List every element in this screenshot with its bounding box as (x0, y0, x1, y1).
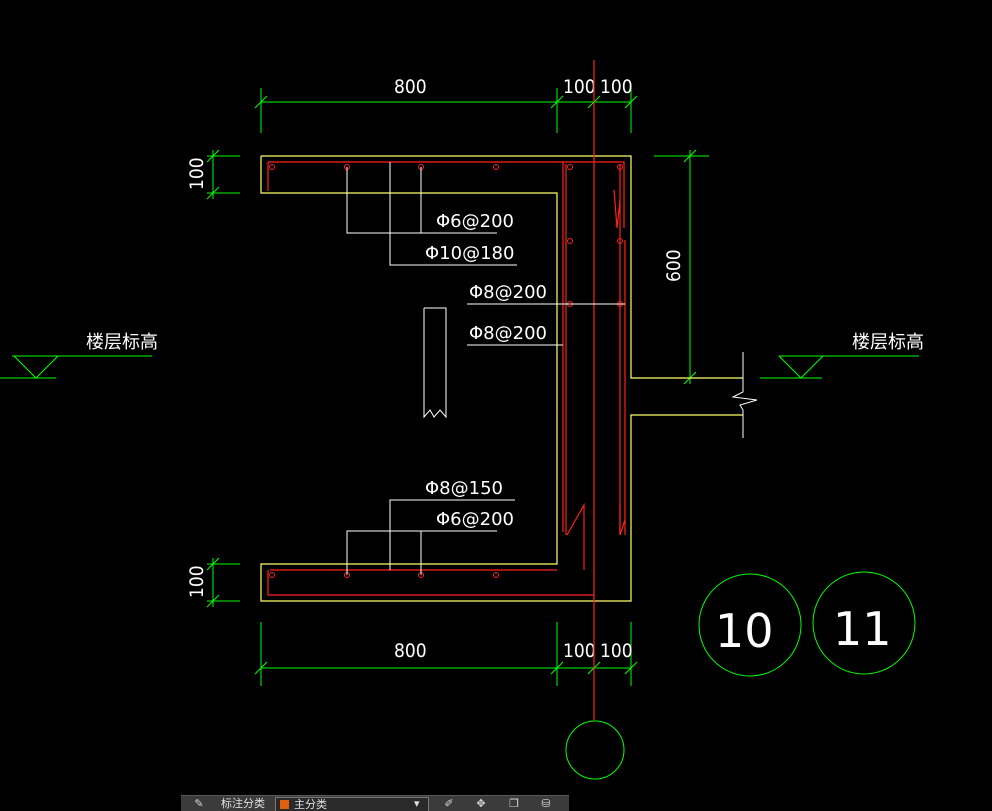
rebar-lines (267, 60, 626, 720)
break-line (731, 352, 758, 438)
section-bubble-10-label: 10 (715, 604, 774, 658)
stack-icon[interactable]: ⛁ (541, 797, 551, 810)
copy-icon[interactable]: ❐ (509, 797, 519, 810)
rebar-label-4: Φ8@200 (469, 323, 547, 344)
floor-level-marker-right (760, 355, 919, 379)
dim-top-800: 800 (394, 76, 427, 98)
dim-bottom-800: 800 (394, 640, 427, 662)
floor-level-marker-left (0, 355, 152, 379)
layer-color-swatch (280, 800, 289, 809)
floor-level-label-left: 楼层标高 (86, 332, 158, 353)
layer-toolbar: ✎ 标注分类 主分类 ▾ ✐ ✥ ❐ ⛁ (181, 795, 569, 811)
layer-properties-icon[interactable]: ✎ (194, 797, 204, 810)
move-icon[interactable]: ✥ (476, 797, 486, 810)
section-bubble-11 (812, 571, 916, 675)
rebar-label-1: Φ6@200 (436, 211, 514, 232)
dim-left-bottom-100: 100 (186, 565, 208, 598)
dim-bottom-100-a: 100 (563, 640, 596, 662)
left-dimension-top (206, 149, 240, 200)
left-dimension-bottom (206, 557, 240, 608)
rebar-label-6: Φ6@200 (436, 509, 514, 530)
toolbar-label: 标注分类 (221, 797, 265, 810)
dim-top-100-b: 100 (600, 76, 633, 98)
section-outline (260, 155, 743, 602)
layer-dropdown-value: 主分类 (294, 798, 327, 811)
section-bubble-11-label: 11 (833, 602, 892, 656)
rebar-label-2: Φ10@180 (425, 243, 514, 264)
rebar-label-5: Φ8@150 (425, 478, 503, 499)
axis-bubble (565, 720, 625, 780)
dim-right-600: 600 (663, 249, 685, 282)
chevron-down-icon: ▾ (414, 797, 420, 810)
dim-bottom-100-b: 100 (600, 640, 633, 662)
right-dimension-600 (654, 149, 709, 385)
floor-level-label-right: 楼层标高 (852, 332, 924, 353)
dim-left-top-100: 100 (186, 157, 208, 190)
rebar-label-3: Φ8@200 (469, 282, 547, 303)
leader-lines (346, 162, 625, 575)
pencil-icon[interactable]: ✐ (444, 797, 454, 810)
dim-top-100-a: 100 (563, 76, 596, 98)
section-bubble-10 (698, 573, 802, 677)
layer-dropdown[interactable]: 主分类 ▾ (275, 797, 429, 811)
